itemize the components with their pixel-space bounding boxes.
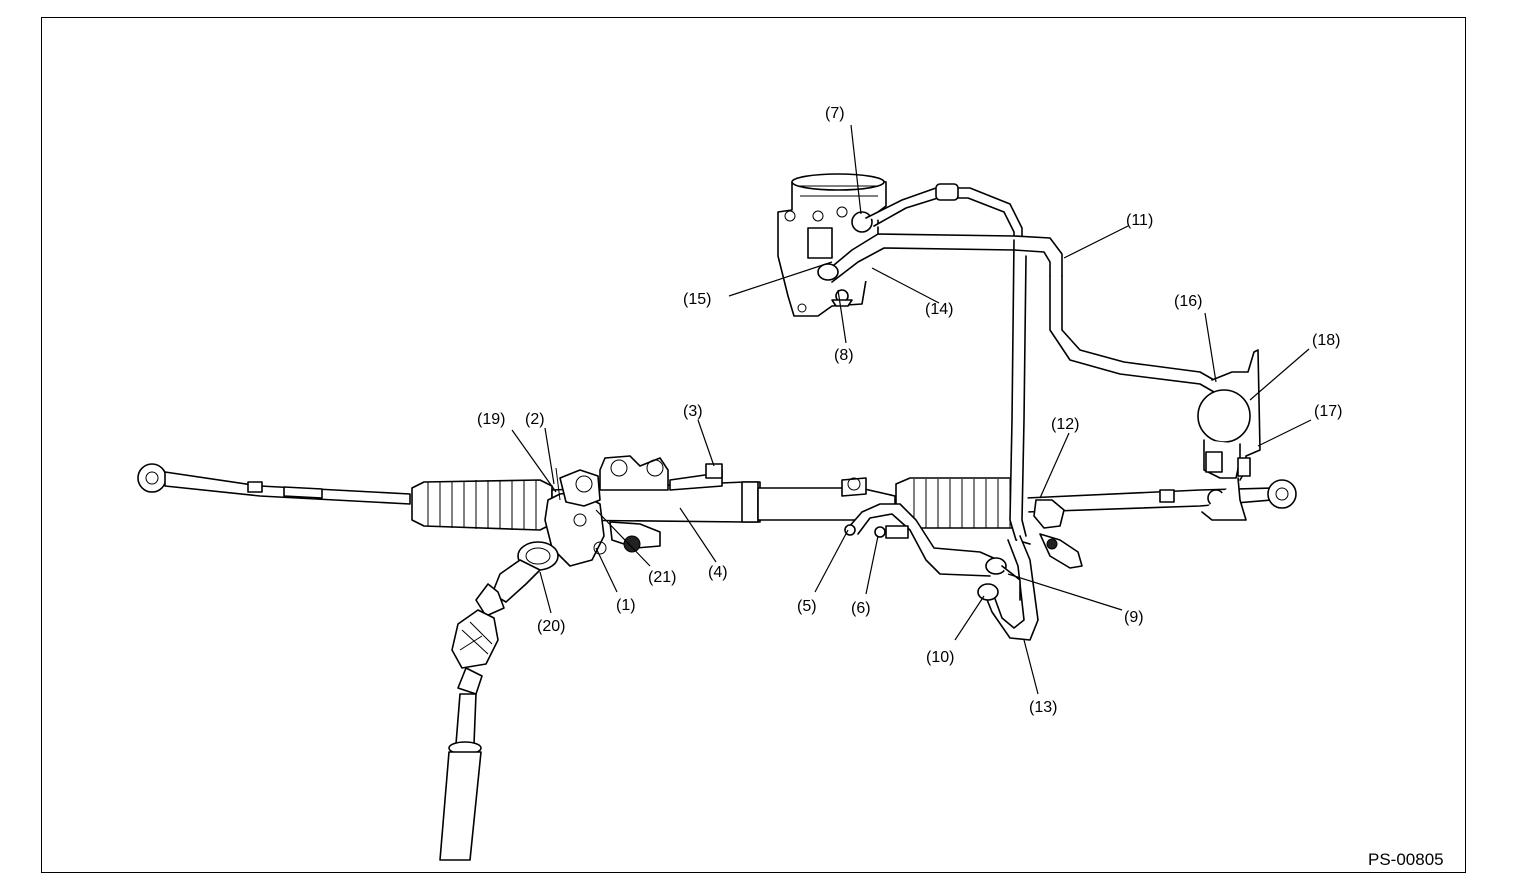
callout-18: (18) (1312, 332, 1340, 349)
right-tie-rod (1025, 479, 1297, 513)
diagram-frame (41, 17, 1466, 873)
left-tie-rod (137, 463, 411, 505)
steering-column (439, 541, 559, 861)
callout-21: (21) (648, 569, 676, 586)
reservoir-tank (1197, 349, 1261, 521)
callout-19: (19) (477, 411, 505, 428)
pipe-clamp (1033, 499, 1083, 569)
callout-3: (3) (683, 403, 703, 420)
callout-16: (16) (1174, 293, 1202, 310)
callout-20: (20) (537, 618, 565, 635)
gearbox-pipes (844, 503, 999, 577)
callout-13: (13) (1029, 699, 1057, 716)
callout-17: (17) (1314, 403, 1342, 420)
figure-code: PS-00805 (1368, 850, 1444, 869)
callout-9: (9) (1124, 609, 1144, 626)
callout-8: (8) (834, 347, 854, 364)
callout-6: (6) (851, 600, 871, 617)
left-boot (411, 479, 553, 531)
callout-11: (11) (1126, 212, 1153, 229)
callout-2: (2) (525, 411, 545, 428)
callout-14: (14) (925, 301, 953, 318)
callout-10: (10) (926, 649, 954, 666)
leader-lines (511, 124, 1312, 695)
callout-5: (5) (797, 598, 817, 615)
steering-gearbox (544, 455, 896, 567)
hoses (817, 183, 1215, 641)
callout-15: (15) (683, 291, 711, 308)
callout-4: (4) (708, 564, 728, 581)
callout-12: (12) (1051, 416, 1079, 433)
callout-labels: (7) (11) (15) (14) (8) (16) (18) (17) (1… (477, 105, 1342, 716)
callout-1: (1) (616, 597, 636, 614)
callout-7: (7) (825, 105, 845, 122)
